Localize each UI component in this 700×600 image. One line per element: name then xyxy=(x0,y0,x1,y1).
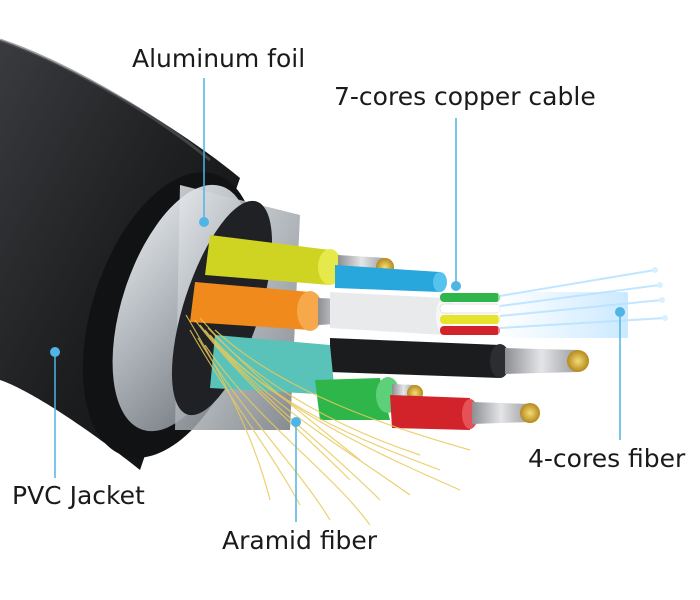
leader-lines xyxy=(54,78,621,522)
aramid-fiber-strands xyxy=(185,314,471,526)
blue-core xyxy=(335,265,447,292)
fiber-bundle-cores xyxy=(439,267,668,338)
leader-dots xyxy=(50,217,625,427)
leader-dot-icon xyxy=(50,347,60,357)
red-core xyxy=(390,395,540,430)
label-4-cores-fiber: 4-cores fiber xyxy=(528,444,686,473)
black-core xyxy=(330,338,589,378)
teal-core xyxy=(210,335,335,395)
label-aluminum-foil: Aluminum foil xyxy=(132,44,306,73)
leader-dot-icon xyxy=(199,217,209,227)
leader-dot-icon xyxy=(451,281,461,291)
leader-dot-icon xyxy=(615,307,625,317)
label-aramid-fiber: Aramid fiber xyxy=(222,526,378,555)
white-core xyxy=(330,292,454,335)
label-copper-cable: 7-cores copper cable xyxy=(334,82,596,111)
leader-dot-icon xyxy=(291,417,301,427)
cores xyxy=(190,235,668,430)
label-pvc-jacket: PVC Jacket xyxy=(12,481,145,510)
